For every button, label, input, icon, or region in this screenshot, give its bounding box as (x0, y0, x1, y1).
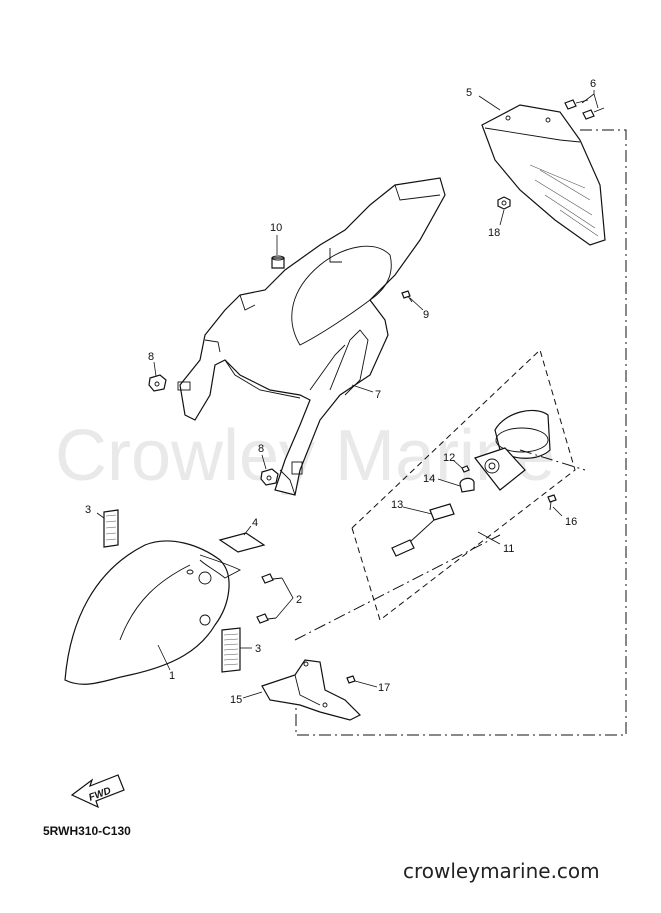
assembly-guide-line (295, 129, 627, 736)
part-7-side-cover[interactable] (177, 177, 446, 496)
part-17-screw[interactable] (346, 675, 356, 684)
callout-8-lower: 8 (258, 443, 264, 455)
callout-14: 14 (423, 473, 435, 485)
part-11-license-lamp[interactable] (474, 409, 551, 491)
callout-9: 9 (423, 309, 429, 321)
callout-7: 7 (375, 389, 381, 401)
part-5-tail-cover[interactable] (481, 104, 606, 246)
callout-2: 2 (296, 594, 302, 606)
callout-12: 12 (443, 452, 455, 464)
site-url[interactable]: crowleymarine.com (403, 859, 600, 883)
part-15-bracket[interactable] (261, 659, 362, 721)
assembly-11-boundary (351, 349, 576, 621)
callout-10: 10 (270, 222, 282, 234)
assembly-guide-line-2 (294, 534, 501, 641)
part-13-socket-cord[interactable] (391, 503, 455, 557)
callout-18: 18 (488, 227, 500, 239)
part-10-grommet[interactable] (271, 255, 285, 269)
diagram-code: 5RWH310-C130 (43, 824, 131, 838)
callout-4: 4 (252, 517, 258, 529)
part-8-nut-lower[interactable] (260, 468, 279, 486)
part-12-screw[interactable] (461, 465, 470, 473)
part-2-bolt-lower[interactable] (256, 613, 277, 624)
part-3-label-upper[interactable] (103, 509, 119, 548)
callout-6: 6 (590, 78, 596, 90)
callout-1: 1 (169, 670, 175, 682)
part-2-bolt-upper[interactable] (261, 573, 283, 584)
part-3-label-lower[interactable] (221, 627, 241, 673)
callout-17: 17 (378, 682, 390, 694)
part-6-screw-pair[interactable] (564, 99, 605, 120)
forward-direction-arrow: FWD (70, 774, 125, 809)
part-1-front-fender[interactable] (64, 540, 241, 685)
part-9-screw[interactable] (401, 290, 413, 303)
part-14-bulb[interactable] (459, 477, 475, 493)
part-8-nut-upper[interactable] (148, 374, 167, 392)
callout-5: 5 (466, 87, 472, 99)
callout-8-upper: 8 (148, 351, 154, 363)
leader-lines (96, 90, 599, 699)
callout-3-lower: 3 (255, 643, 261, 655)
callout-11: 11 (503, 543, 514, 555)
callout-15: 15 (230, 694, 242, 706)
part-4-decal[interactable] (218, 532, 266, 553)
assembly-guide-line-3 (519, 449, 586, 471)
callout-16: 16 (565, 516, 577, 528)
part-16-screw[interactable] (547, 494, 557, 511)
part-18-nut[interactable] (497, 196, 511, 210)
callout-13: 13 (391, 499, 403, 511)
callout-3-upper: 3 (85, 504, 91, 516)
